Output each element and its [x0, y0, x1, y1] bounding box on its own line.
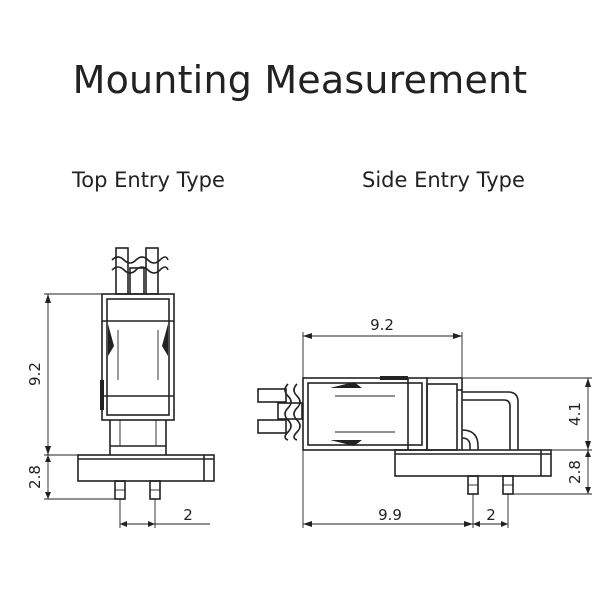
side-entry-label: Side Entry Type [362, 168, 525, 192]
top-wires [111, 247, 169, 295]
side-pins [467, 475, 514, 528]
top-dim-pitch [120, 521, 210, 527]
top-pins [114, 480, 161, 528]
top-dim-base [44, 455, 115, 500]
side-dim-pitch-value: 2 [486, 506, 496, 524]
top-entry-drawing: 9.2 2.8 2 [26, 247, 215, 528]
side-dim-height [462, 377, 592, 451]
top-dim-height-value: 9.2 [26, 362, 44, 386]
top-dim-base-value: 2.8 [26, 465, 44, 489]
top-housing [100, 293, 175, 421]
top-neck [109, 420, 167, 455]
side-dim-height-value: 4.1 [566, 402, 584, 426]
side-dim-pitch [473, 521, 508, 527]
side-housing [302, 376, 428, 451]
side-dim-width [302, 332, 463, 378]
side-dim-base-value: 2.8 [566, 460, 584, 484]
side-wires [257, 383, 303, 441]
top-base [77, 454, 215, 482]
side-dim-length [302, 450, 473, 528]
page-title: Mounting Measurement [72, 58, 528, 102]
side-rear-block [426, 377, 519, 451]
side-dim-length-value: 9.9 [378, 506, 402, 524]
side-dim-base [513, 450, 592, 495]
top-entry-label: Top Entry Type [72, 168, 225, 192]
top-dim-height [44, 293, 102, 456]
side-entry-drawing: 9.2 4.1 2.8 9.9 [257, 316, 592, 528]
top-dim-pitch-value: 2 [183, 506, 193, 524]
side-dim-width-value: 9.2 [370, 316, 394, 334]
side-base [394, 449, 552, 477]
